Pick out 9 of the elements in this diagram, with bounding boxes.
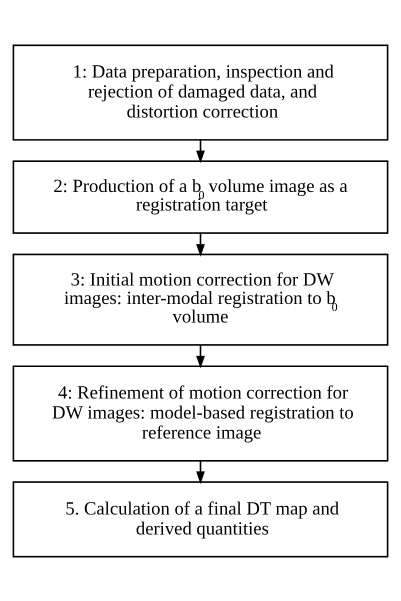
arrow xyxy=(196,140,205,163)
arrow xyxy=(196,460,205,484)
node-box: 3: Initial motion correction for DW images: inter-modal registration to b$_{0}$ volume xyxy=(12,253,388,346)
node-box: 5. Calculation of a final DT map and derived quantities xyxy=(12,480,388,557)
node-box: 1: Data preparation, inspection and rejection of damaged data, and distortion correction xyxy=(12,44,388,140)
arrow xyxy=(196,344,205,368)
arrow xyxy=(196,232,205,256)
node-box: 4: Refinement of motion correction for DW images: model-based registration to reference image xyxy=(12,364,388,462)
node-box: 2: Production of a b$_{0}$ volume image as a registration target xyxy=(12,160,388,234)
